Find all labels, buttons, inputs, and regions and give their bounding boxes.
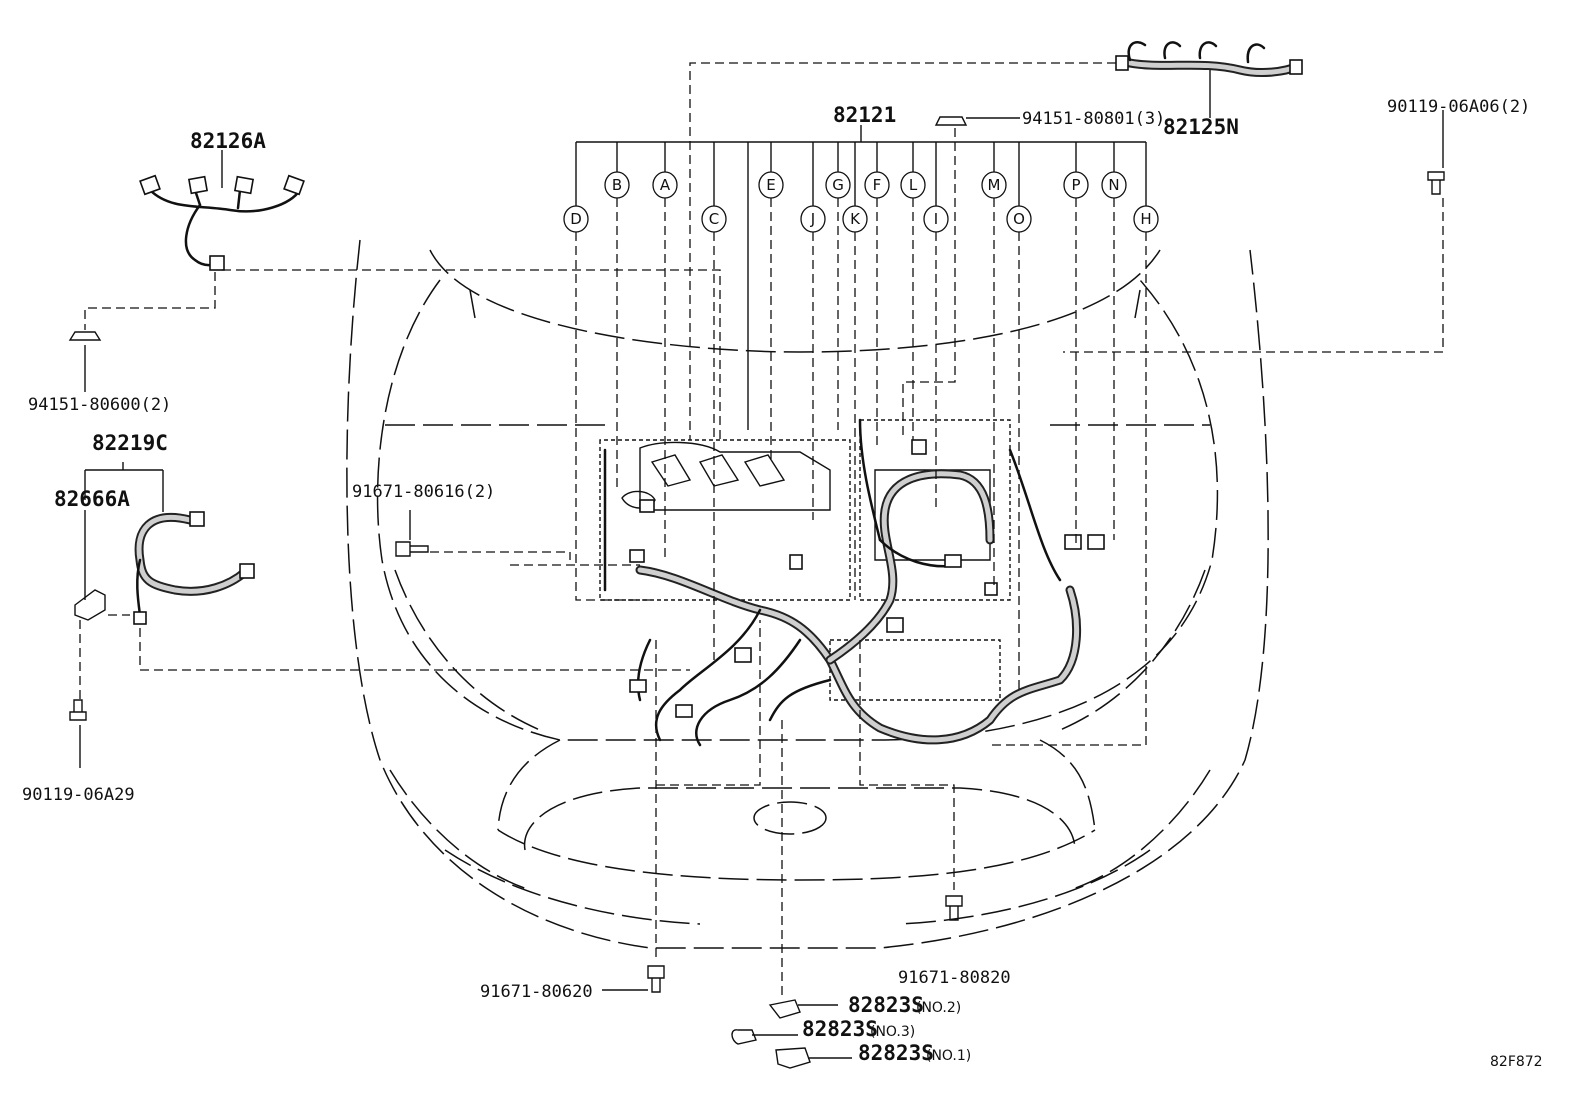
- harness-82126A: [139, 174, 305, 271]
- callout-H: H: [1133, 205, 1159, 233]
- fastener-bolt-91671-80820: [945, 895, 963, 921]
- callout-M: M: [981, 171, 1007, 199]
- svg-text:H: H: [1140, 210, 1151, 228]
- harness-82219C: [133, 511, 255, 625]
- label-82823S-no1: 82823S: [858, 1041, 934, 1065]
- label-no2: (NO.2): [916, 1000, 961, 1016]
- label-91671-80620: 91671-80620: [480, 982, 593, 1002]
- svg-text:F: F: [873, 176, 882, 194]
- label-82125N: 82125N: [1163, 115, 1239, 139]
- callout-L: L: [900, 171, 926, 199]
- svg-text:C: C: [709, 210, 719, 228]
- label-94151-80600: 94151-80600(2): [28, 395, 171, 415]
- callout-D: D: [563, 205, 589, 233]
- label-82823S-no2: 82823S: [848, 993, 924, 1017]
- callout-I: I: [923, 205, 949, 233]
- fastener-bolt-90119-06A06: [1427, 171, 1445, 195]
- label-90119-06A29: 90119-06A29: [22, 785, 135, 805]
- callout-J: J: [800, 205, 826, 233]
- label-82121: 82121: [833, 103, 896, 127]
- fastener-nut-94151-80801: [934, 116, 968, 126]
- label-91671-80616: 91671-80616(2): [352, 482, 495, 502]
- svg-text:I: I: [934, 210, 938, 228]
- svg-text:O: O: [1013, 210, 1025, 228]
- callout-P: P: [1063, 171, 1089, 199]
- label-82219C: 82219C: [92, 431, 168, 455]
- callout-leaders: [575, 142, 1147, 746]
- svg-text:D: D: [570, 210, 582, 228]
- fastener-bolt-91671-80616: [395, 541, 429, 557]
- callout-C: C: [701, 205, 727, 233]
- engine-harness-82125N: [1115, 41, 1303, 78]
- main-harness-82121: [603, 418, 1105, 747]
- label-82823S-no3: 82823S: [802, 1017, 878, 1041]
- svg-text:J: J: [810, 210, 815, 228]
- callout-E: E: [758, 171, 784, 199]
- callout-F: F: [864, 171, 890, 199]
- label-no3: (NO.3): [870, 1024, 915, 1040]
- callout-N: N: [1101, 171, 1127, 199]
- fastener-bolt-91671-80620: [647, 965, 665, 993]
- part-labels: 82126A 94151-80600(2) 82219C 82666A 9011…: [22, 97, 1543, 1070]
- vehicle-body-outline: [346, 239, 1269, 949]
- svg-text:K: K: [850, 210, 861, 228]
- fastener-nut-94151-80600: [68, 331, 102, 341]
- svg-text:L: L: [909, 176, 918, 194]
- clamps-82823S: [731, 999, 811, 1069]
- label-91671-80820: 91671-80820: [898, 968, 1011, 988]
- callout-G: G: [825, 171, 851, 199]
- label-94151-80801: 94151-80801(3): [1022, 109, 1165, 129]
- label-no1: (NO.1): [926, 1048, 971, 1064]
- bracket-82666A: [74, 589, 106, 621]
- svg-text:N: N: [1108, 176, 1119, 194]
- callout-B: B: [604, 171, 630, 199]
- callout-A: A: [652, 171, 678, 199]
- svg-text:B: B: [612, 176, 622, 194]
- callout-K: K: [842, 205, 868, 233]
- svg-text:G: G: [832, 176, 844, 194]
- svg-text:A: A: [660, 176, 671, 194]
- label-82126A: 82126A: [190, 129, 266, 153]
- label-82666A: 82666A: [54, 487, 130, 511]
- svg-text:P: P: [1071, 176, 1080, 194]
- callout-O: O: [1006, 205, 1032, 233]
- svg-text:E: E: [766, 176, 775, 194]
- leader-lines: [79, 62, 1444, 1059]
- callout-circles: D B A C E J G K F L I M O P N H: [563, 171, 1159, 233]
- label-90119-06A06: 90119-06A06(2): [1387, 97, 1530, 117]
- svg-text:M: M: [988, 176, 1001, 194]
- diagram-code: 82F872: [1490, 1054, 1543, 1070]
- fastener-bolt-90119-06A29: [69, 699, 87, 721]
